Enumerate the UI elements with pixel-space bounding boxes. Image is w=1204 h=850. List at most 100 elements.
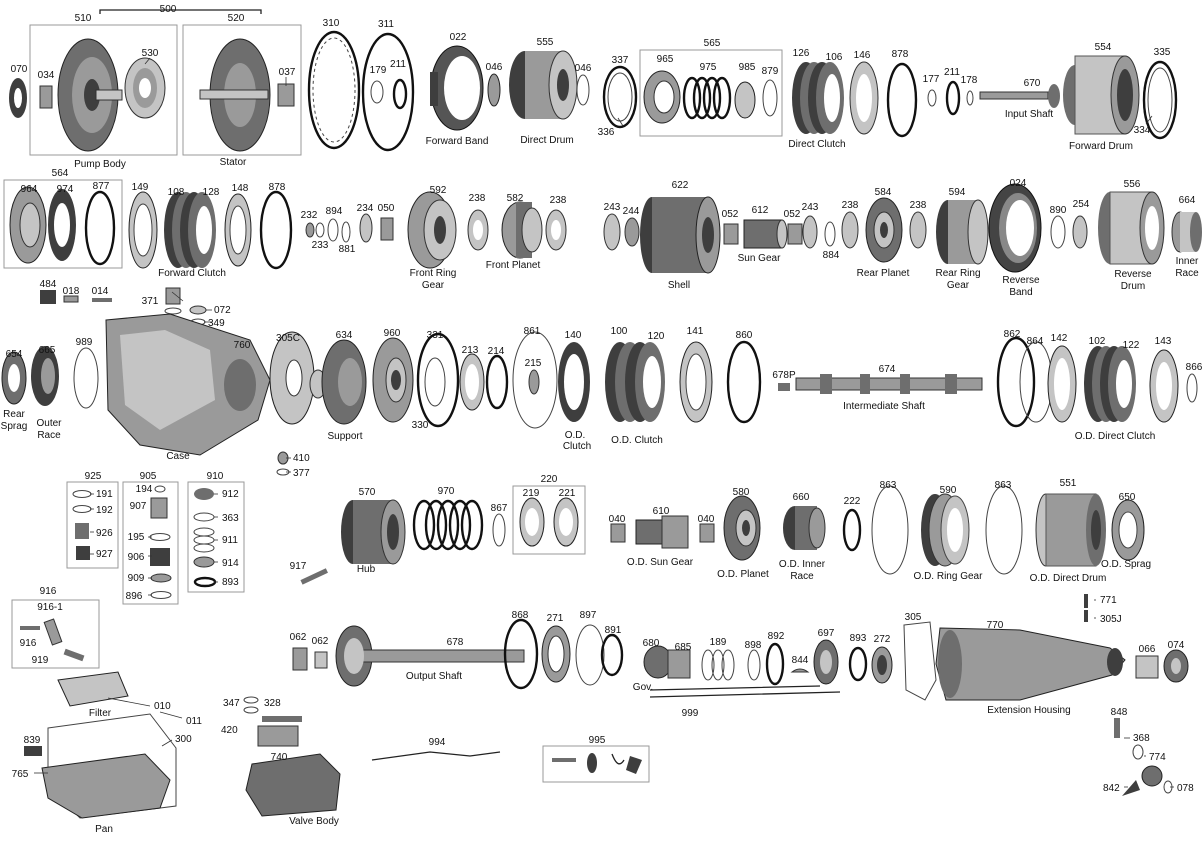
part-number: 037 (279, 67, 296, 78)
ring-337 (602, 65, 638, 129)
part-number: 839 (24, 735, 41, 746)
caption-rear-ring-gear: Gear (947, 280, 970, 291)
seal-371-ring (164, 307, 182, 315)
caption-pump-body: Pump Body (74, 159, 126, 170)
outer-race (31, 346, 59, 406)
ring-898 (747, 649, 761, 681)
washer-243b (802, 215, 818, 249)
cap-371 (165, 287, 181, 305)
part-number: 907 (130, 501, 147, 512)
part-number: 774 (1149, 752, 1166, 763)
part-number: 551 (1060, 478, 1077, 489)
ring-879 (762, 79, 778, 117)
caption-reverse-drum: Reverse (1114, 269, 1152, 280)
part-number: 660 (793, 492, 810, 503)
part-number: 074 (1168, 640, 1185, 651)
caption-inner-race: Inner (1176, 256, 1199, 267)
front-planet (501, 201, 543, 259)
ring-336 (607, 72, 633, 122)
part-number: 219 (523, 488, 540, 499)
caption-forward-band: Forward Band (426, 136, 489, 147)
spring-927 (76, 546, 90, 560)
part-number: 330 (412, 420, 429, 431)
caption-direct-drum: Direct Drum (520, 135, 573, 146)
bushing-050 (380, 217, 394, 241)
part-number: 891 (605, 625, 622, 636)
part-number: 892 (768, 631, 785, 642)
rear-ring-gear (936, 199, 989, 265)
part-number: 760 (234, 340, 251, 351)
part-number: 877 (93, 181, 110, 192)
part-number: 860 (736, 330, 753, 341)
part-number: 592 (430, 185, 447, 196)
plate-146-hole (856, 74, 872, 122)
caption-sun-gear: Sun Gear (738, 253, 781, 264)
part-number: 994 (429, 737, 446, 748)
part-number: 610 (653, 506, 670, 517)
part-number: 040 (698, 514, 715, 525)
front-ring-gear (407, 191, 457, 269)
clip-484 (40, 290, 56, 304)
ring-214 (485, 354, 509, 410)
part-number: 310 (323, 18, 340, 29)
part-number: 120 (648, 331, 665, 342)
ring-868 (503, 618, 539, 690)
ring-347 (243, 696, 259, 704)
valve-body (245, 753, 341, 817)
part-number: 964 (21, 184, 38, 195)
kit-995 (552, 753, 642, 774)
part-number: 066 (1139, 644, 1156, 655)
forward-band (430, 45, 484, 131)
seal-074 (1163, 649, 1189, 683)
bushing-052a (723, 223, 739, 245)
caption-rear-sprag: Sprag (1, 421, 28, 432)
group-label-916: 916 (40, 586, 57, 597)
part-number: 420 (221, 725, 238, 736)
ring-861 (512, 331, 558, 429)
part-number: 974 (57, 184, 74, 195)
part-number: 052 (784, 209, 801, 220)
caption-support: Support (327, 431, 362, 442)
row6-labels: 010 011 300 839 765 347 328 420 740 994 … (12, 698, 1194, 835)
plug-678p (778, 383, 790, 391)
part-number: 214 (488, 346, 505, 357)
part-number: 062 (312, 636, 329, 647)
group-label-520: 520 (228, 13, 245, 24)
caption-od-sprag: O.D. Sprag (1101, 559, 1151, 570)
caption-rear-planet: Rear Planet (857, 268, 910, 279)
part-number: 594 (949, 187, 966, 198)
part-number: 863 (880, 480, 897, 491)
part-number: 149 (132, 182, 149, 193)
direct-clutch-pack (792, 62, 844, 134)
part-number: 102 (1089, 336, 1106, 347)
caption-outer-race: Outer (36, 418, 62, 429)
group-label-905: 905 (140, 471, 157, 482)
part-number: 664 (1179, 195, 1196, 206)
part-number: 122 (1123, 340, 1140, 351)
washer-244 (624, 217, 640, 247)
piston-960 (372, 337, 414, 423)
part-number: 862 (1004, 329, 1021, 340)
reverse-band (988, 183, 1042, 273)
cup-909 (150, 573, 172, 583)
caption-od-clutch-small: O.D. (565, 430, 586, 441)
part-number: 072 (214, 305, 231, 316)
part-number: 271 (547, 613, 564, 624)
part-number: 740 (271, 752, 288, 763)
part-number: 328 (264, 698, 281, 709)
governor (643, 645, 691, 679)
caption-reverse-band: Reverse (1002, 275, 1040, 286)
part-number: 334 (1134, 125, 1151, 136)
part-number: 917 (290, 561, 307, 572)
rear-sprag (1, 351, 27, 405)
caption-front-ring-gear: Front Ring (410, 268, 457, 279)
part-number: 211 (944, 67, 960, 78)
washer-232 (305, 222, 315, 238)
ring-878a (886, 62, 918, 138)
ring-884 (824, 221, 836, 247)
caption-forward-clutch: Forward Clutch (158, 268, 226, 279)
part-number: 868 (512, 610, 529, 621)
pump-body (57, 38, 123, 152)
magnet-839 (24, 746, 42, 756)
ring-863a (871, 485, 909, 575)
